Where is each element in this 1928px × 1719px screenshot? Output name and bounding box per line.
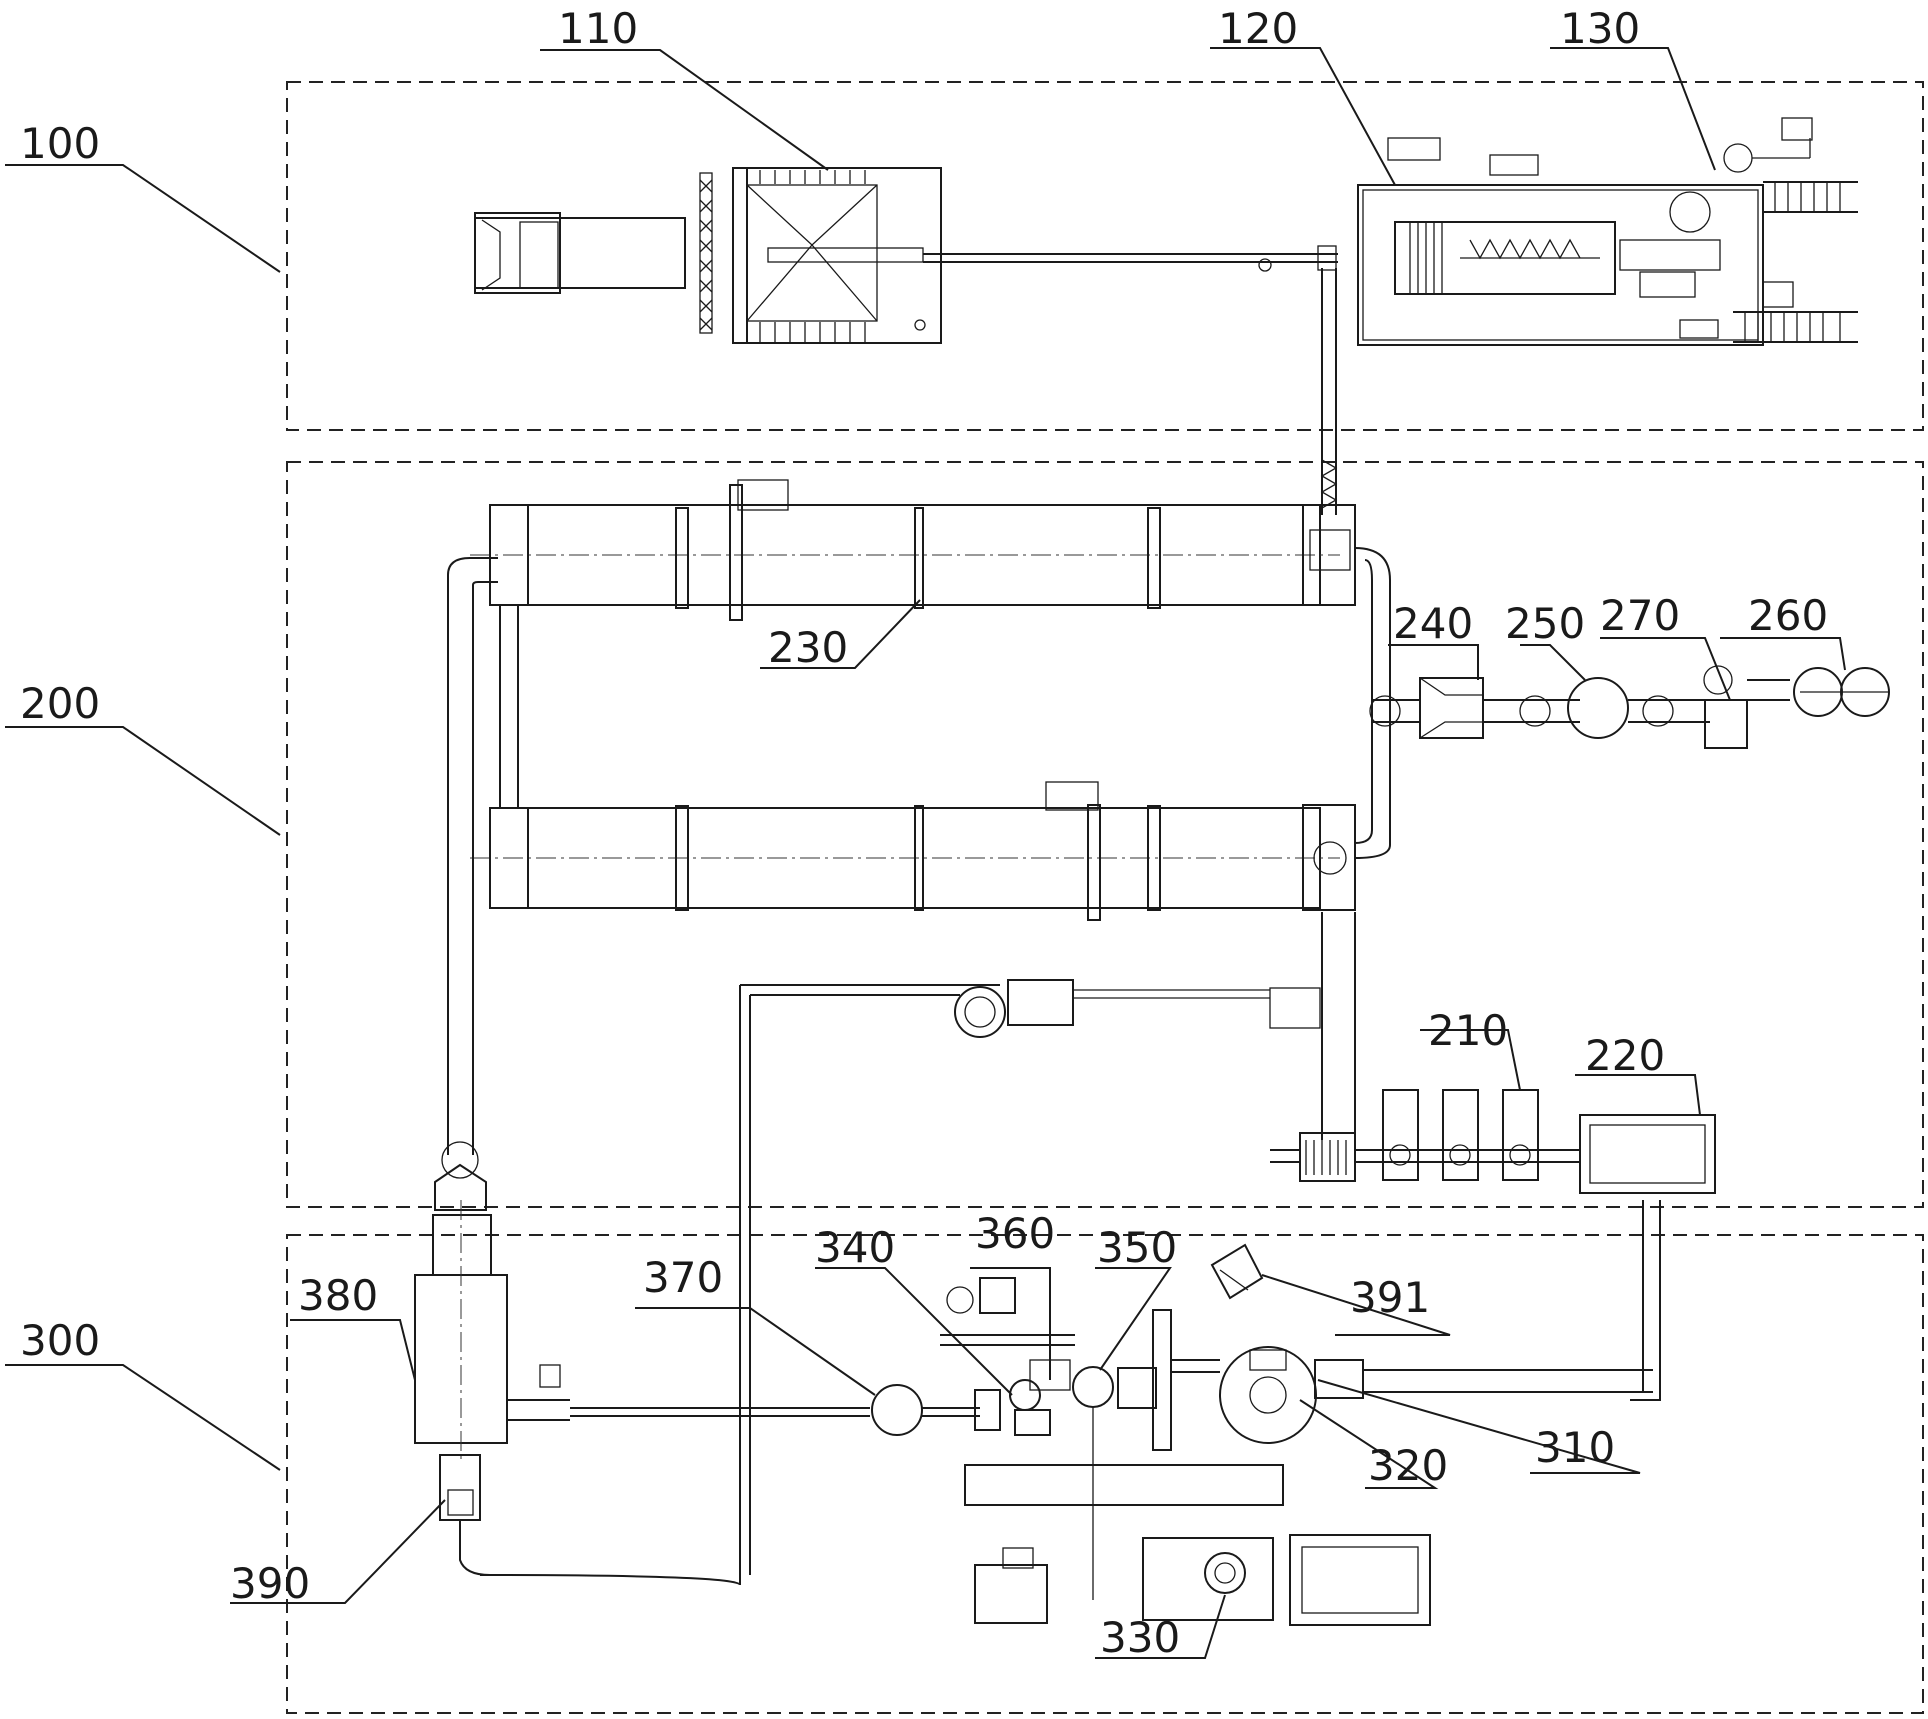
dryer-drum-lower [470,781,1356,921]
label-370: 370 [643,1253,723,1302]
label-360: 360 [975,1209,1055,1258]
zone-200-boundary [286,461,1924,1208]
label-350: 350 [1097,1223,1177,1272]
dryer-drum-upper [470,479,1356,621]
truck [474,212,686,294]
exhaust-line [1369,665,1890,749]
pump-skid-340-360 [940,1277,1284,1600]
label-270: 270 [1600,591,1680,640]
label-310: 310 [1535,1423,1615,1472]
label-130: 130 [1560,4,1640,53]
label-zone-100: 100 [20,119,100,168]
label-380: 380 [298,1271,378,1320]
pump-390 [439,1454,491,1576]
label-220: 220 [1585,1031,1665,1080]
label-260: 260 [1748,591,1828,640]
label-320: 320 [1368,1441,1448,1490]
tank-group-330 [974,1534,1431,1626]
feeder-391 [1210,1243,1264,1300]
label-230: 230 [768,623,848,672]
hoppers-210 [1382,1089,1539,1181]
feed-unit [1270,1132,1580,1182]
fence [699,172,713,334]
settling-tank-380 [414,1200,508,1460]
label-zone-200: 200 [20,679,100,728]
storage-220 [1579,1114,1716,1194]
zone-300-boundary [286,1234,1924,1714]
dewatering-unit-120 [1357,137,1764,346]
conveyor-130 [1723,117,1858,343]
label-210: 210 [1428,1006,1508,1055]
zone-100-boundary [286,81,1924,431]
blower [954,979,1321,1038]
receiving-pit-110 [732,167,942,344]
label-340: 340 [815,1223,895,1272]
label-330: 330 [1100,1613,1180,1662]
label-zone-300: 300 [20,1316,100,1365]
reactor-310-320 [1219,1200,1661,1444]
label-250: 250 [1505,599,1585,648]
label-390: 390 [230,1559,310,1608]
label-240: 240 [1393,599,1473,648]
label-110: 110 [558,4,638,53]
label-120: 120 [1218,4,1298,53]
label-391: 391 [1350,1273,1430,1322]
